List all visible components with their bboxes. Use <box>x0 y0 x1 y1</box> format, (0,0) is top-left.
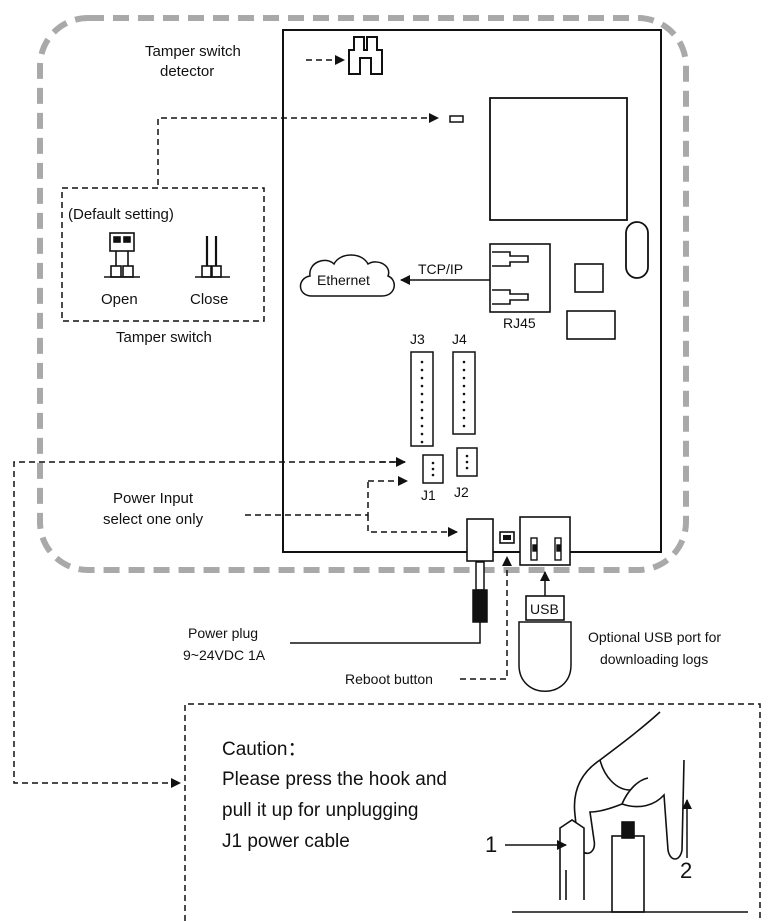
j3-header <box>410 351 434 447</box>
j1-label: J1 <box>421 487 436 503</box>
component-square <box>574 263 604 293</box>
tamper-detector-icon <box>348 36 383 75</box>
rj45-label: RJ45 <box>503 315 536 331</box>
main-chip <box>489 97 628 221</box>
ethernet-cloud-icon <box>299 254 395 297</box>
usb-stick-body <box>518 621 572 692</box>
step-2-label: 2 <box>680 858 692 883</box>
j2-pins <box>465 454 469 470</box>
caution-line-3: pull it up for unplugging <box>222 800 418 821</box>
caution-line-4: J1 power cable <box>222 831 350 852</box>
usb-port-slots <box>530 537 562 561</box>
component-rect <box>566 310 616 340</box>
step-1-label: 1 <box>485 832 497 857</box>
reboot-button-inner <box>503 535 511 540</box>
power-input-label-2: select one only <box>103 511 204 528</box>
tamper-detector-label-2: detector <box>160 63 214 80</box>
rj45-port-icon <box>489 243 551 313</box>
usb-connector <box>525 595 565 621</box>
ethernet-label: Ethernet <box>317 272 370 288</box>
j3-label: J3 <box>410 331 425 347</box>
tamper-pad <box>449 115 464 123</box>
j3-pins <box>420 360 424 444</box>
power-plug-label-1: Power plug <box>188 625 258 641</box>
power-input-label-1: Power Input <box>113 490 194 507</box>
j4-pins <box>462 360 466 428</box>
reboot-label: Reboot button <box>345 671 433 687</box>
tamper-detector-label-1: Tamper switch <box>145 43 241 60</box>
dc-jack <box>466 518 494 562</box>
reboot-leader <box>460 556 512 680</box>
caution-line-2: Please press the hook and <box>222 769 447 790</box>
j1-header <box>422 454 444 484</box>
j2-label: J2 <box>454 484 469 500</box>
caution-box <box>184 703 761 921</box>
dc-plug-tip <box>475 561 485 591</box>
jumper-open-icon <box>104 232 140 278</box>
power-plug-leader <box>290 622 481 644</box>
j4-label: J4 <box>452 331 467 347</box>
tamper-switch-label: Tamper switch <box>116 329 212 346</box>
j1-pins <box>431 461 435 477</box>
caution-line-1: Caution： <box>222 739 307 760</box>
tamper-settings-box <box>61 187 265 322</box>
open-label: Open <box>101 291 138 308</box>
enclosure-outline <box>37 15 689 573</box>
j2-header <box>456 447 478 477</box>
dc-plug-body <box>472 589 488 623</box>
caution-link-line <box>13 461 405 788</box>
jumper-close-icon <box>195 236 230 278</box>
hand-unplug-illustration <box>559 711 685 913</box>
controller-board <box>282 29 662 553</box>
power-to-jack-arrow <box>367 515 458 537</box>
usb-port-label-2: downloading logs <box>600 651 708 667</box>
power-plug-label-2: 9~24VDC 1A <box>183 647 266 663</box>
default-setting-label: (Default setting) <box>68 206 174 223</box>
reboot-button-icon <box>499 531 515 544</box>
tcpip-label: TCP/IP <box>418 261 463 277</box>
usb-label: USB <box>530 601 559 617</box>
slot-hole <box>625 221 649 279</box>
usb-port <box>519 516 571 566</box>
usb-port-label-1: Optional USB port for <box>588 629 721 645</box>
j4-header <box>452 351 476 435</box>
close-label: Close <box>190 291 228 308</box>
tamper-jumper-line <box>157 113 439 185</box>
